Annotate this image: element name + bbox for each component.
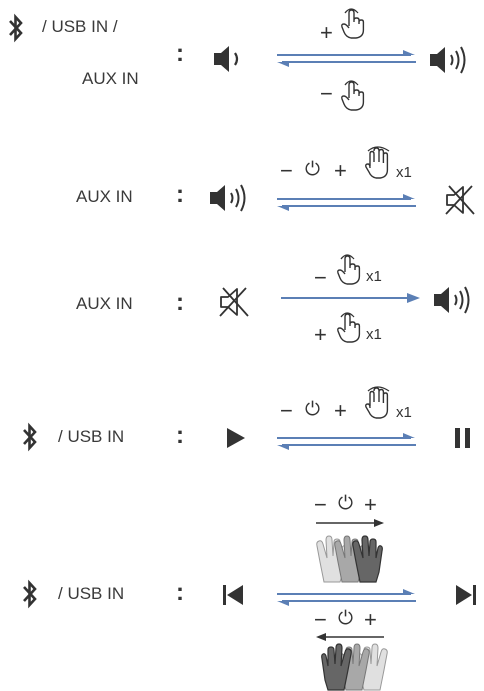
- lower-op: +: [314, 322, 327, 347]
- colon: :: [176, 181, 184, 208]
- speaker-muted-icon: [445, 185, 475, 215]
- speaker-low-icon: [214, 46, 239, 72]
- press-count: x1: [366, 326, 382, 343]
- finger-press-icon: [337, 312, 361, 343]
- colon: :: [176, 422, 184, 449]
- press-count: x1: [366, 268, 382, 285]
- double-arrow: [277, 50, 416, 67]
- minus-key: −: [280, 398, 293, 423]
- upper-op: −: [314, 265, 327, 290]
- sliding-hand-icon: [316, 535, 383, 583]
- minus-key: −: [314, 607, 327, 632]
- finger-press-icon: [341, 8, 365, 39]
- plus-key: +: [334, 158, 347, 183]
- finger-press-icon: [341, 80, 365, 111]
- power-icon: ⏻: [305, 399, 321, 420]
- next-track-icon: [456, 585, 476, 605]
- colon: :: [176, 289, 184, 316]
- right-arrow: [281, 293, 420, 303]
- power-icon: ⏻: [338, 493, 354, 514]
- power-icon: ⏻: [338, 608, 354, 629]
- plus-key: +: [364, 607, 377, 632]
- minus-key: −: [280, 158, 293, 183]
- minus-key: −: [314, 492, 327, 517]
- speaker-high-icon: [430, 46, 466, 74]
- hand-press-icon: [365, 386, 390, 419]
- lower-op: −: [320, 81, 333, 106]
- press-count: x1: [396, 404, 412, 421]
- press-count: x1: [396, 164, 412, 181]
- speaker-high-icon: [210, 184, 246, 212]
- short-left-arrow: [316, 633, 384, 641]
- double-arrow: [277, 194, 416, 211]
- source-label-top: / USB IN /: [42, 17, 118, 36]
- short-right-arrow: [316, 519, 384, 527]
- plus-key: +: [334, 398, 347, 423]
- colon: :: [176, 40, 184, 67]
- double-arrow: [277, 433, 416, 450]
- bluetooth-icon: [9, 13, 23, 43]
- source-label: / USB IN: [58, 427, 125, 446]
- colon: :: [176, 579, 184, 606]
- bluetooth-icon: [23, 579, 37, 609]
- upper-op: +: [320, 20, 333, 45]
- pause-icon: [455, 428, 470, 448]
- previous-track-icon: [223, 585, 243, 605]
- source-label: AUX IN: [76, 294, 133, 313]
- power-icon: ⏻: [305, 159, 321, 180]
- play-icon: [227, 428, 245, 448]
- double-arrow: [277, 589, 416, 606]
- sliding-hand-icon: [321, 643, 388, 691]
- plus-key: +: [364, 492, 377, 517]
- source-label: AUX IN: [76, 187, 133, 206]
- speaker-muted-icon: [219, 287, 249, 317]
- bluetooth-icon: [23, 422, 37, 452]
- source-label-bottom: AUX IN: [82, 69, 139, 88]
- source-label: / USB IN: [58, 584, 125, 603]
- hand-press-icon: [365, 146, 390, 179]
- finger-press-icon: [337, 254, 361, 285]
- speaker-high-icon: [434, 286, 470, 314]
